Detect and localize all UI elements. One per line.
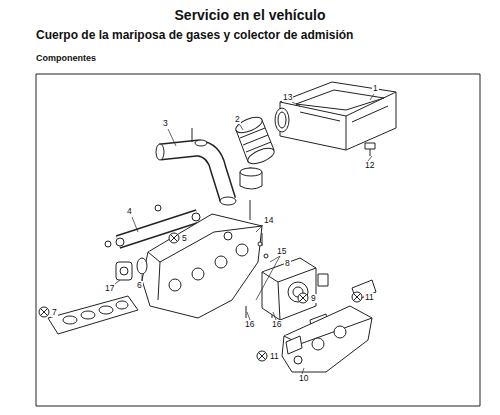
gasket — [48, 296, 138, 334]
callout-number: 13 — [282, 93, 293, 102]
callout-number: 9 — [310, 294, 317, 303]
callout-number: 4 — [126, 207, 133, 216]
replace-symbols — [39, 233, 362, 361]
air-hose — [234, 114, 276, 189]
callout-number: 10 — [298, 374, 309, 383]
callout-number: 11 — [269, 352, 280, 361]
air-cleaner — [275, 82, 396, 156]
lower-manifold — [282, 280, 376, 372]
callout-number: 16 — [271, 320, 282, 329]
valve-parts — [116, 258, 147, 280]
subheading: Componentes — [36, 54, 96, 63]
callout-number: 7 — [51, 308, 58, 317]
callout-number: 3 — [162, 119, 169, 128]
callout-number: 11 — [364, 293, 375, 302]
section-heading: Cuerpo de la mariposa de gases y colecto… — [36, 29, 353, 41]
callout-number: 8 — [284, 259, 291, 268]
callout-number: 1 — [372, 84, 379, 93]
intake-manifold — [142, 200, 272, 318]
callout-number: 15 — [276, 247, 287, 256]
bracket — [105, 205, 200, 247]
leader-lines — [115, 94, 374, 374]
page-title: Servicio en el vehículo — [175, 8, 326, 22]
callout-number: 5 — [181, 234, 188, 243]
callout-number: 6 — [136, 281, 143, 290]
callout-number: 16 — [244, 320, 255, 329]
callout-number: 12 — [364, 161, 375, 170]
intake-pipe — [156, 128, 236, 205]
callout-number: 2 — [234, 115, 241, 124]
callout-number: 14 — [263, 216, 274, 225]
callout-number: 17 — [104, 284, 115, 293]
frame — [36, 74, 480, 406]
